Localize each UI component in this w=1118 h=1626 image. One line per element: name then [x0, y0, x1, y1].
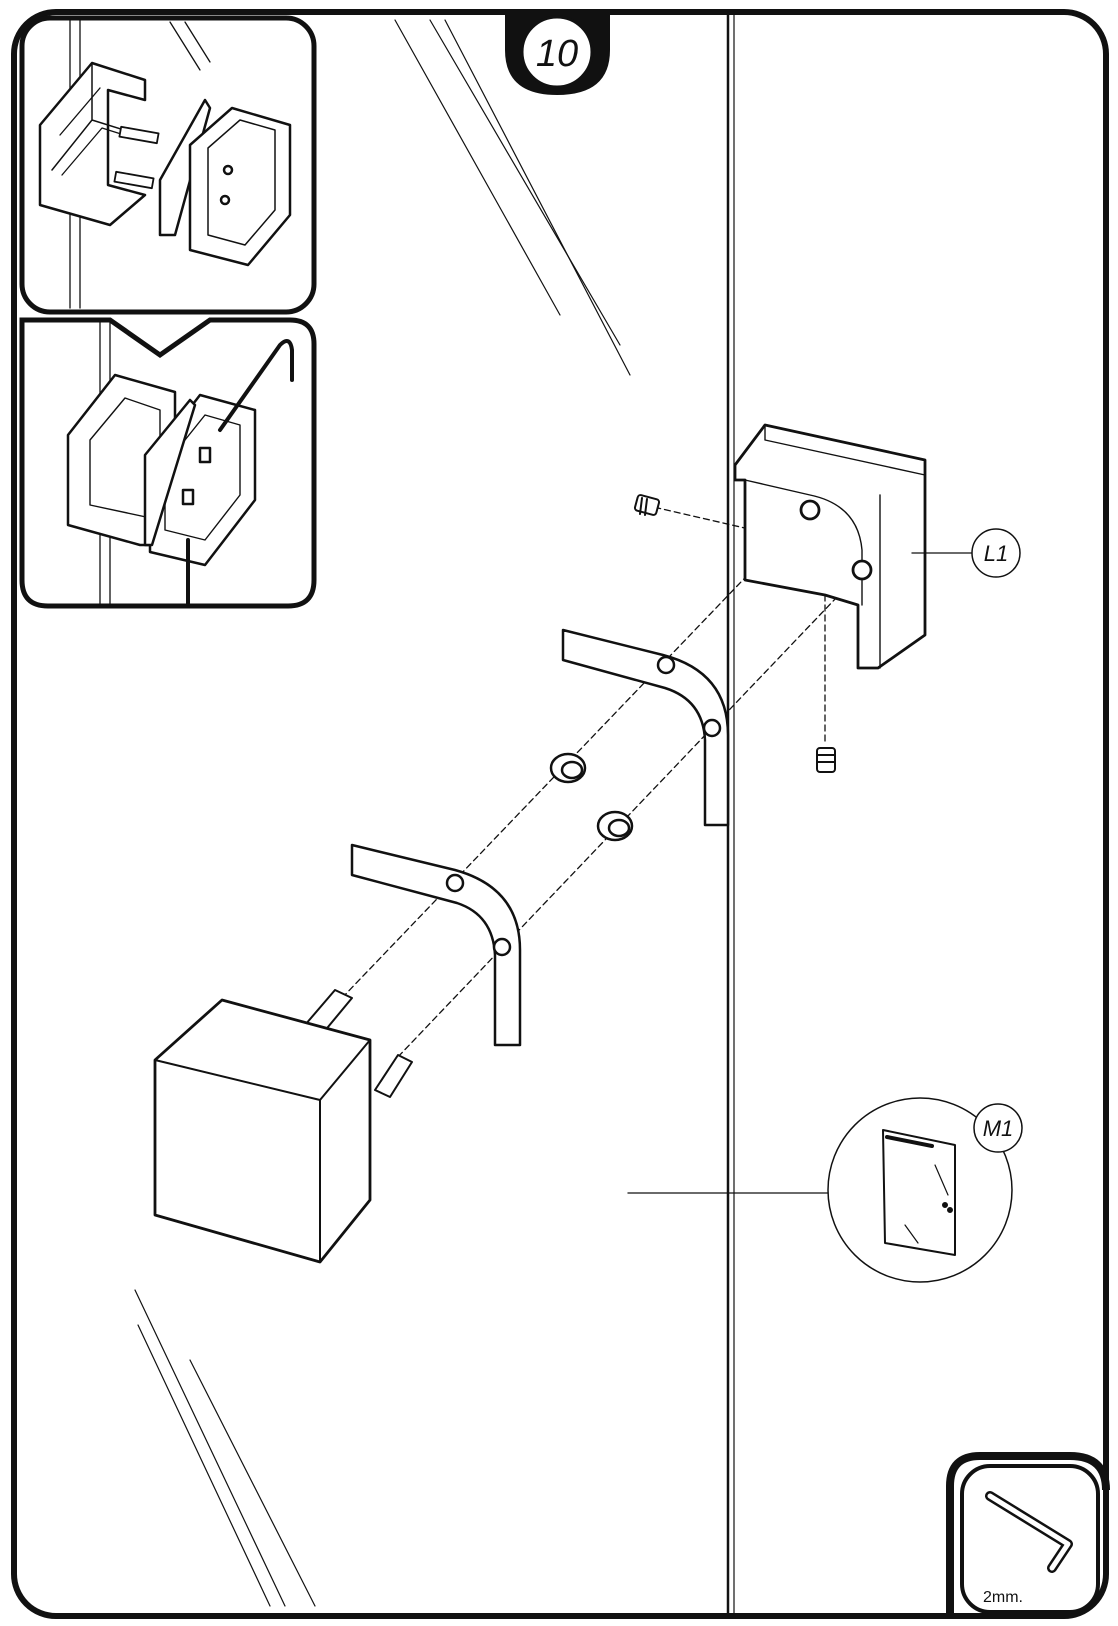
- callout-l1-label: L1: [984, 541, 1008, 566]
- clamp-back-half: [733, 423, 927, 670]
- callout-m1-label: M1: [983, 1116, 1014, 1141]
- m1-glass-panel-detail: [882, 1129, 956, 1256]
- gasket-plate-upper: [561, 628, 730, 827]
- tool-box: 2mm.: [946, 1452, 1110, 1616]
- callout-m1: M1: [627, 1097, 1023, 1283]
- clamp-front-half: [153, 989, 413, 1264]
- set-screw-bottom: [816, 747, 836, 773]
- tool-size-label: 2mm.: [983, 1589, 1023, 1606]
- inset-detail-assembled: [19, 317, 317, 609]
- bushing-lower: [596, 810, 634, 842]
- bushing-upper: [549, 752, 587, 784]
- step-number: 10: [536, 33, 578, 75]
- inset-detail-exploded: [19, 15, 317, 315]
- hex-key-icon: [985, 1491, 1073, 1573]
- set-screw-top: [633, 494, 661, 516]
- callout-l1: L1: [911, 528, 1021, 578]
- step-badge: 10: [505, 14, 610, 95]
- gasket-plate-lower: [350, 843, 522, 1047]
